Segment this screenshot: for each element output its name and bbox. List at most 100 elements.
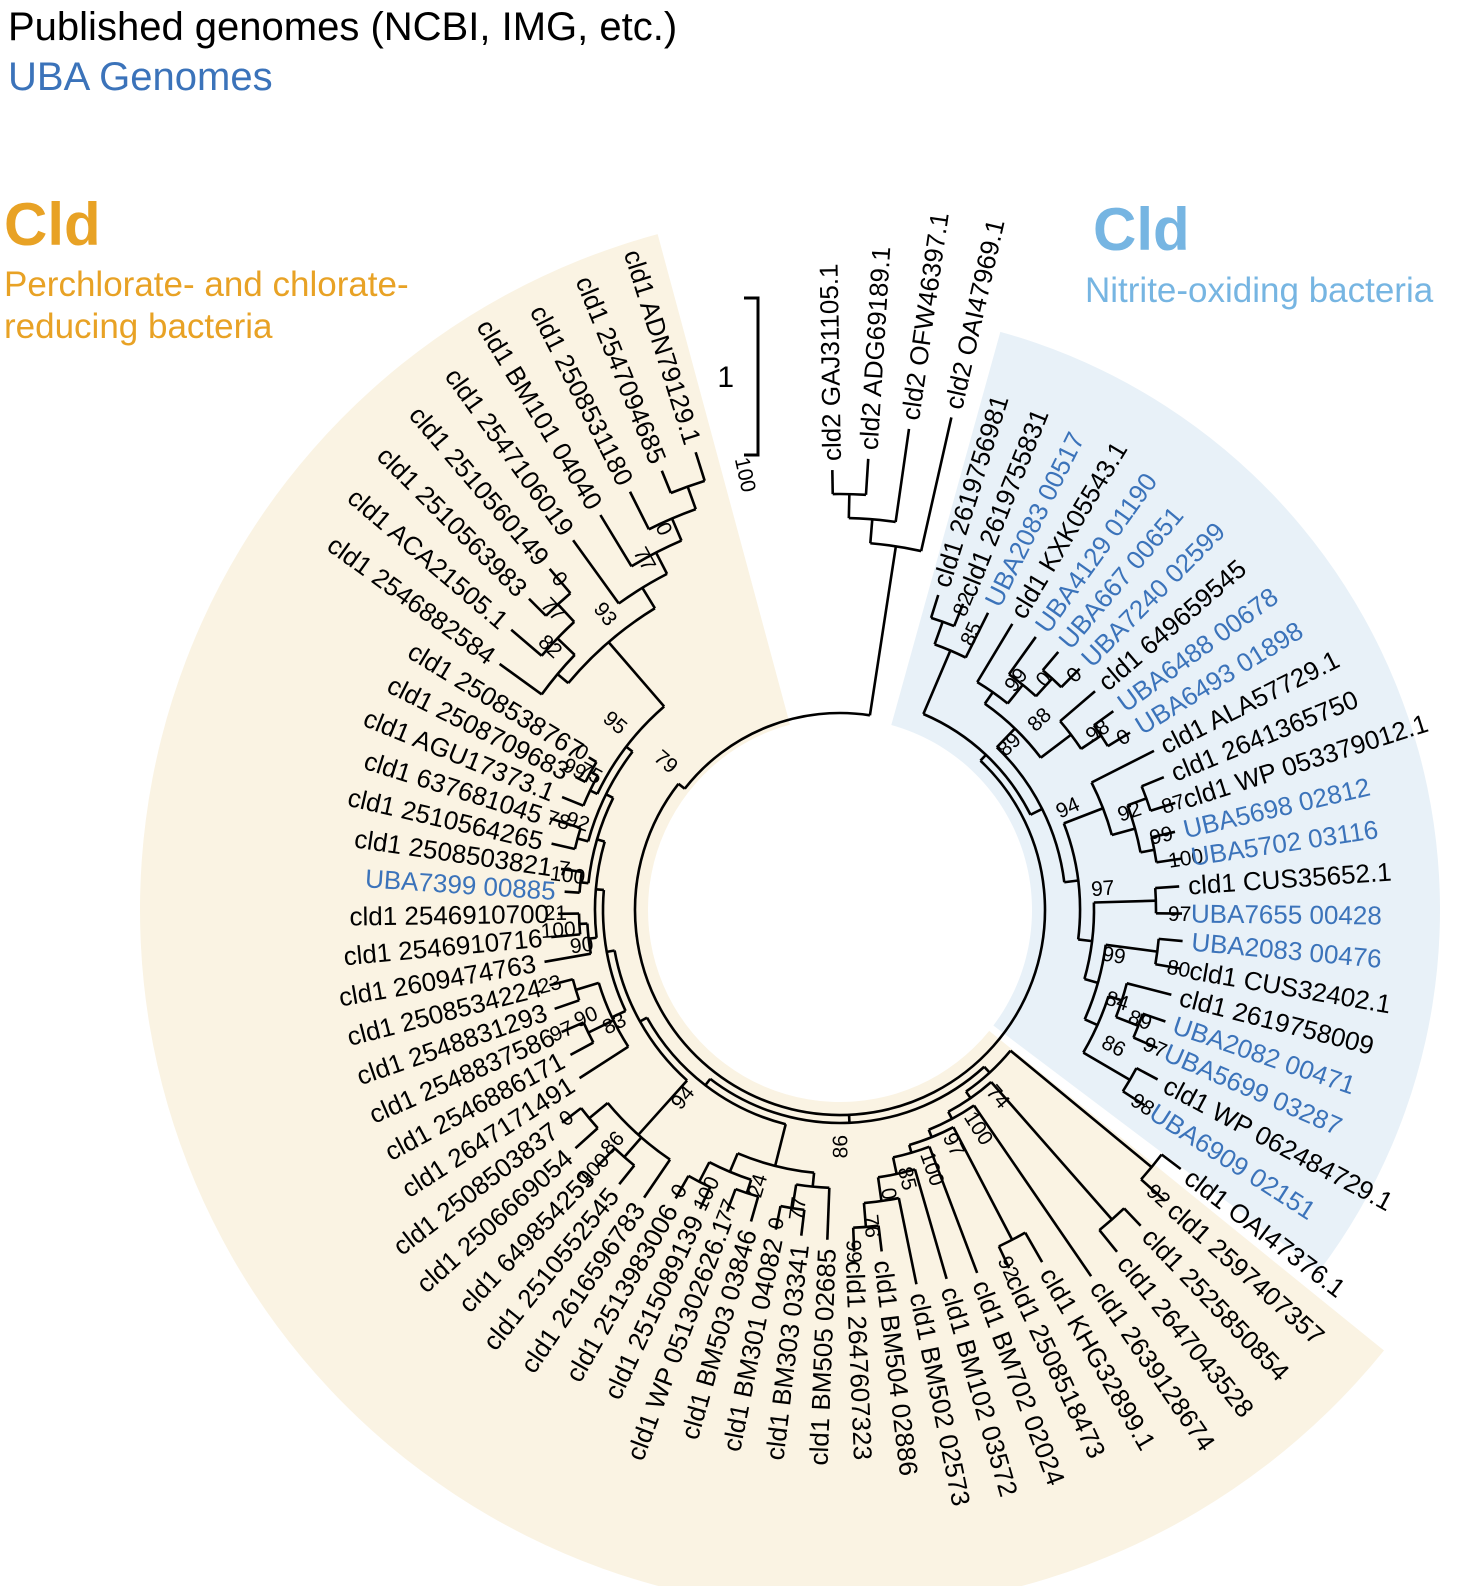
branch-arc [606, 1102, 671, 1161]
branch-line [1135, 1067, 1159, 1081]
legend-published-genomes: Published genomes (NCBI, IMG, etc.) [8, 5, 677, 49]
branch-arc [587, 797, 615, 884]
branch-line [1035, 677, 1054, 698]
branch-line [639, 1016, 648, 1023]
branch-line [1080, 734, 1102, 750]
branch-arc [1082, 995, 1110, 1054]
bootstrap-value: 97 [1090, 876, 1115, 901]
branch-line [976, 623, 1014, 683]
branch-arc [1153, 887, 1158, 914]
branch-line [745, 1179, 753, 1194]
branch-line [1009, 1049, 1153, 1169]
branch-arc [1090, 781, 1114, 836]
branch-line [551, 933, 581, 939]
branch-arc [645, 1016, 787, 1126]
bootstrap-value: 100 [549, 862, 587, 889]
branch-line [933, 621, 944, 645]
branch-line [1098, 1229, 1119, 1253]
branch-line [997, 1245, 1011, 1269]
branch-line [876, 1177, 883, 1202]
branch-line [1041, 651, 1060, 672]
branch-arc [683, 711, 871, 790]
right-group-title: Cld [1093, 196, 1190, 263]
bootstrap-value: 100 [730, 455, 760, 494]
branch-line [1141, 775, 1165, 788]
taxon-label-published: cld2 GAJ31105.1 [814, 263, 847, 461]
bootstrap-value: 100 [540, 918, 577, 943]
branch-arc [601, 889, 627, 1012]
branch-line [1142, 1012, 1166, 1023]
branch-line [964, 612, 990, 659]
branch-line [1039, 733, 1072, 759]
branch-arc [709, 1065, 986, 1125]
bootstrap-value: 0 [876, 1186, 901, 1201]
branch-arc [577, 913, 582, 935]
left-group-subtitle-line1: Perchlorate- and chlorate- [4, 265, 409, 304]
branch-line [1115, 1015, 1139, 1027]
branch-line [791, 1184, 798, 1209]
branch-line [618, 1164, 636, 1185]
branch-line [1105, 943, 1158, 953]
branch-line [578, 1045, 629, 1080]
branch-line [979, 753, 987, 762]
branch-line [1006, 684, 1024, 705]
branch-line [572, 539, 620, 605]
branch-arc [995, 746, 1066, 883]
branch-line [913, 1169, 948, 1280]
branch-line [588, 1101, 609, 1120]
branch-arc [613, 950, 688, 1082]
branch-line [1024, 1231, 1044, 1263]
branch-line [928, 1146, 979, 1274]
branch-line [1029, 807, 1043, 816]
branch-line [560, 867, 582, 874]
branch-line [1082, 1051, 1131, 1081]
branch-line [1063, 807, 1104, 825]
branch-line [589, 789, 598, 796]
branch-line [1084, 977, 1099, 985]
branch-line [544, 952, 592, 964]
branch-line [972, 1104, 1093, 1277]
branch-line [929, 594, 940, 619]
branch-line [549, 977, 574, 987]
scale-bar-value: 1 [717, 361, 734, 394]
branch-arc [586, 750, 634, 842]
legend-uba-genomes: UBA Genomes [8, 55, 273, 99]
branch-line [556, 673, 570, 685]
branch-line [1084, 1018, 1099, 1027]
branch-arc [735, 1187, 759, 1198]
bootstrap-value: 0 [764, 1215, 789, 1231]
taxon-label-published: cld2 ADG69189.1 [854, 246, 897, 451]
branch-arc [947, 1081, 993, 1113]
branch-line [995, 727, 1016, 749]
bootstrap-value: 86 [829, 1135, 852, 1158]
bootstrap-value: 23 [536, 971, 564, 999]
branch-line [847, 494, 851, 519]
branch-line [670, 518, 683, 542]
branch-line [528, 597, 547, 617]
branch-arc [593, 841, 606, 938]
branch-line [868, 546, 898, 716]
branch-line [498, 662, 543, 696]
branch-line [1150, 801, 1176, 813]
branch-line [1155, 962, 1182, 970]
branch-line [964, 1090, 972, 1099]
branch-line [728, 1152, 739, 1173]
nitrite-group-wedge [891, 331, 1440, 1272]
branch-line [1078, 938, 1093, 943]
branch-line [595, 888, 604, 892]
branch-line [952, 603, 965, 627]
branch-line [983, 691, 994, 705]
branch-line [596, 838, 606, 843]
branch-arc [687, 1174, 711, 1189]
scale-bar: 1 [717, 296, 760, 457]
branch-line [574, 775, 586, 784]
branch-line [580, 881, 589, 885]
bootstrap-value: 100 [1167, 845, 1205, 873]
branch-line [686, 486, 697, 510]
right-group-subtitle: Nitrite-oxiding bacteria [1085, 271, 1434, 310]
branch-line [952, 1126, 1014, 1241]
branch-line [1064, 879, 1079, 884]
branch-line [574, 1127, 599, 1150]
